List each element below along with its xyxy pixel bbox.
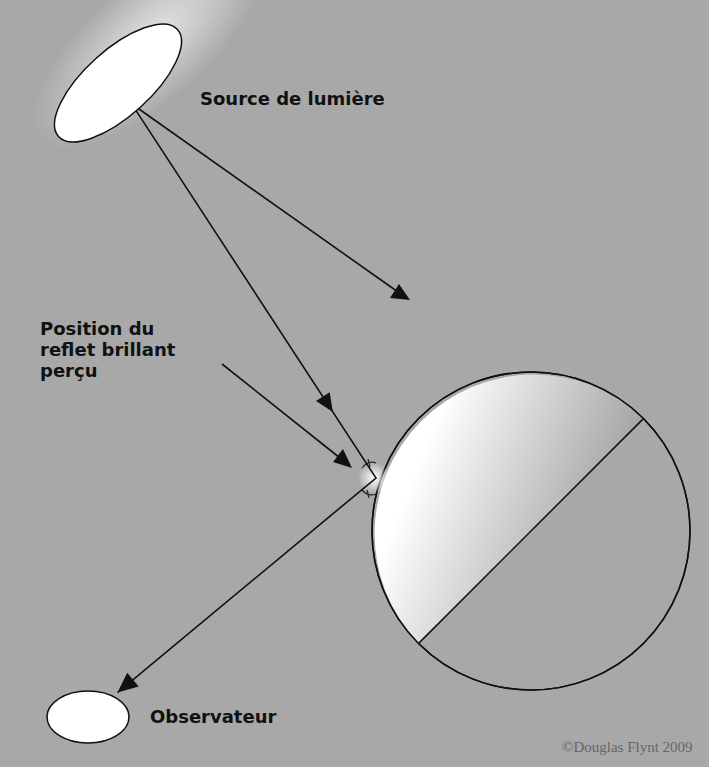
light-ray (118, 111, 376, 693)
angle-marks (362, 459, 376, 498)
node-label: Observateur (150, 706, 276, 728)
sphere (372, 372, 690, 690)
incident-ray (122, 97, 410, 300)
ellipse-outline (46, 690, 130, 744)
light-source: Source de lumière (55, 24, 181, 142)
ellipse-outline (55, 24, 181, 142)
leader-arrow (222, 364, 352, 468)
callout-label: Position du reflet brillant perçu (40, 318, 180, 381)
node-label: Source de lumière (200, 88, 385, 110)
copyright-watermark: ©Douglas Flynt 2009 (562, 738, 693, 756)
observer: Observateur (46, 690, 130, 744)
